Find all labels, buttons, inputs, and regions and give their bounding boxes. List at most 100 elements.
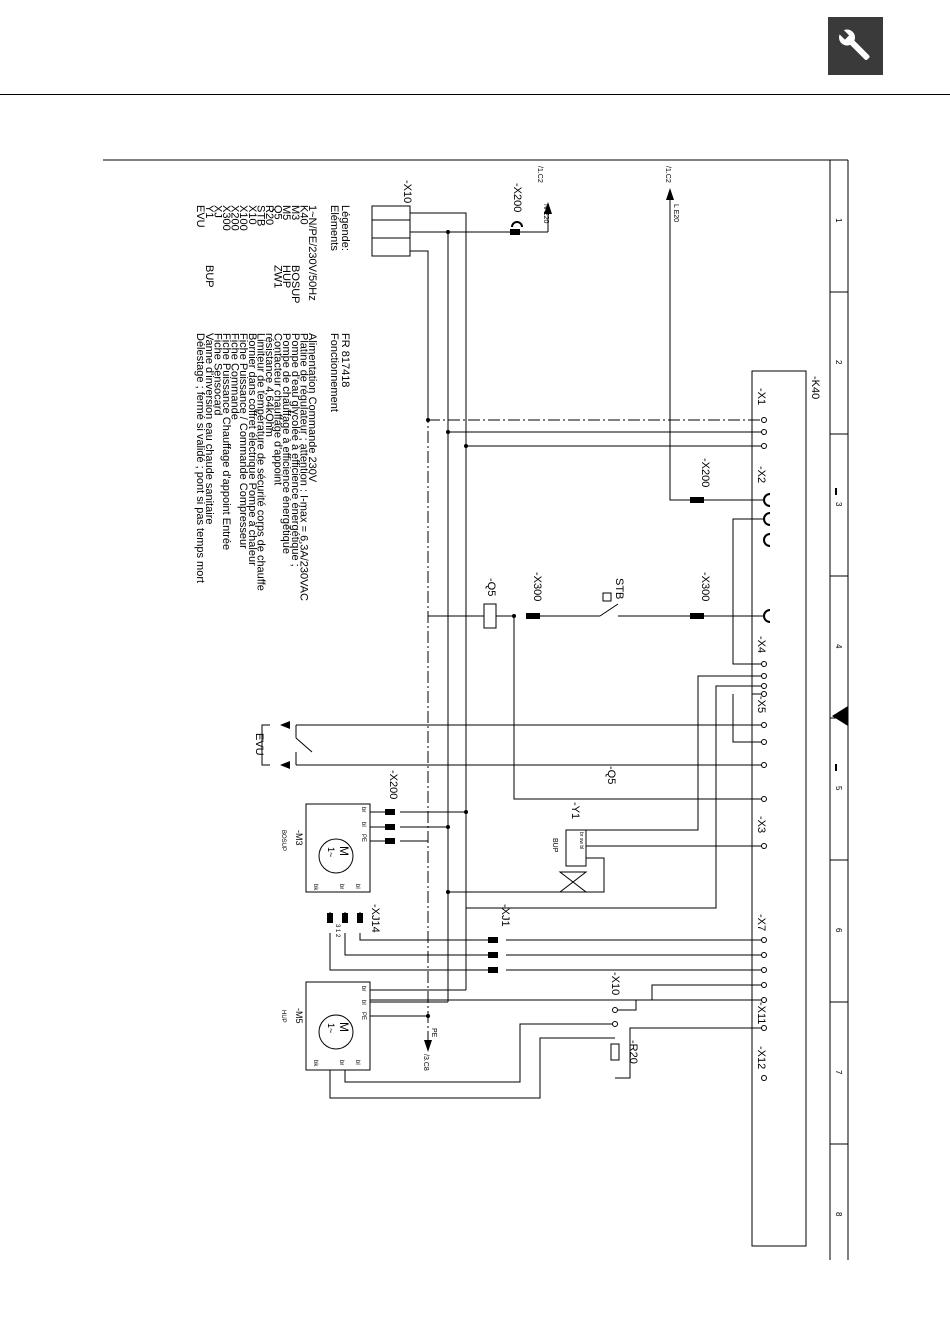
header-rule <box>0 94 950 95</box>
x10-terminal-block <box>371 205 411 257</box>
x12-label: -X12 <box>755 1046 767 1069</box>
m3-wire-bl2: bl <box>354 884 360 889</box>
m5-wire-br2: br <box>338 1060 344 1065</box>
x10-board-label: -X10 <box>401 180 413 203</box>
m5-motor-symbol: M <box>337 1022 351 1032</box>
m5-wire-pe: PE <box>360 1012 366 1020</box>
column-number: 3 <box>834 502 843 507</box>
m3-label: -M3 <box>294 830 304 846</box>
m5-wire-bl: bl <box>360 1000 366 1005</box>
legend-item-desc: Délestage ; fermé si validé ; pont si pa… <box>194 333 206 583</box>
q5-coil <box>483 603 497 629</box>
column-numbers: 1 2 3 4 5 6 7 8 <box>834 218 843 1217</box>
y1-coil <box>565 829 587 867</box>
legend-item-alt: BUP <box>203 265 215 288</box>
legend-item-alt: HUP <box>280 265 292 288</box>
m3-motor <box>305 803 371 893</box>
column-number: 8 <box>834 1212 843 1217</box>
legend: Légende: Eléments FR 817418 Fonctionneme… <box>194 205 351 601</box>
wrench-icon <box>828 17 883 75</box>
n-e20: N E20 <box>542 204 549 224</box>
pe-label: PE <box>430 1028 437 1038</box>
legend-item-code: Q5 <box>272 205 284 220</box>
legend-item-code: 1~N/PE/230V/50Hz <box>306 205 318 301</box>
column-number: 6 <box>834 928 843 933</box>
r20-label: -R20 <box>627 1040 639 1064</box>
y1-wire-labels: br sw bl <box>578 832 584 849</box>
legend-item-desc: Limiteur de température de sécurité corp… <box>254 333 266 591</box>
column-number: 5 <box>834 786 843 791</box>
legend-item-code: XJ <box>211 205 223 218</box>
stb-switch <box>599 592 619 617</box>
l-e20: L E20 <box>672 204 679 222</box>
x3-label: -X3 <box>755 816 767 833</box>
k40-board <box>751 370 807 1247</box>
legend-item-desc: résistance 4,64kOhm <box>263 333 275 437</box>
m5-sub-label: HUP <box>280 1010 286 1023</box>
xj14-label: -XJ14 <box>369 904 381 933</box>
legend-item-code: M5 <box>280 205 292 220</box>
x300-label-2: -X300 <box>699 572 711 601</box>
xj14-pins: 3 1 2 <box>334 924 340 938</box>
column-number: 4 <box>834 644 843 649</box>
m5-wire-bl2: bl <box>354 1060 360 1065</box>
legend-item-code: X100 <box>237 205 249 231</box>
legend-doc-ref: FR 817418 <box>339 333 351 387</box>
y1-sub-label: BUP <box>551 838 558 853</box>
legend-item-code: X200 <box>229 205 241 231</box>
x200-label-1: -X200 <box>511 183 523 212</box>
legend-item-desc: Alimentation Commande 230V <box>306 333 318 483</box>
evu-label: EVU <box>253 733 265 756</box>
column-number: 2 <box>834 360 843 365</box>
legend-item-alt: ZW1 <box>272 265 284 288</box>
m3-wire-br: br <box>360 807 366 812</box>
legend-item-desc: Fiche Sensocard <box>211 333 223 416</box>
n-arrow <box>544 202 552 214</box>
q5-label: -Q5 <box>485 578 497 596</box>
evu-switch <box>261 724 313 766</box>
legend-item-code: X300 <box>220 205 232 231</box>
m3-motor-phase: 1~ <box>326 847 336 857</box>
y1-valve <box>558 871 588 883</box>
x4-label: -X4 <box>755 636 767 653</box>
m5-motor-phase: 1~ <box>326 1023 336 1033</box>
legend-item-desc: Vanne d'inversion eau chaude sanitaire <box>203 333 215 524</box>
x5-label: -X5 <box>755 696 767 713</box>
k40-label: -K40 <box>809 376 821 399</box>
ref-n: /1.C2 <box>536 166 543 183</box>
legend-subheading: Eléments <box>328 205 340 251</box>
legend-item-code: STB <box>254 205 266 226</box>
legend-item-desc: Bornier dans coffret électrique Pompe à … <box>246 333 258 566</box>
x7-label: -X7 <box>755 914 767 931</box>
k40-terminals <box>612 417 767 1081</box>
legend-item-code: M3 <box>289 205 301 220</box>
plug-connectors <box>511 221 771 623</box>
r20-resistor <box>610 1043 620 1061</box>
legend-item-desc: Platine de régulateur ; attention : I-ma… <box>297 333 309 601</box>
pe-arrow <box>424 1040 432 1052</box>
legend-item-code: K40 <box>297 205 309 225</box>
x10-terminal-label: -X10 <box>609 972 621 995</box>
legend-item-desc: Fiche Commande <box>229 333 241 420</box>
legend-item-desc: Fiche Puissance Chauffage d'appoint Entr… <box>220 333 232 550</box>
m3-wire-br2: br <box>338 884 344 889</box>
stb-label: STB <box>613 578 625 599</box>
l-arrow <box>666 188 674 200</box>
legend-item-desc: Pompe d'eau glycolée à efficience énergé… <box>289 333 301 567</box>
legend-doc-sub: Fonctionnement <box>328 333 340 412</box>
m3-sub-label: BOSUP <box>280 830 286 851</box>
m5-wire-br: br <box>360 986 366 991</box>
legend-item-code: Y1 <box>203 205 215 218</box>
legend-heading: Légende: <box>339 205 351 251</box>
q5-contact-label: -Q5 <box>605 766 617 784</box>
legend-item-code: R20 <box>263 205 275 225</box>
m5-label: -M5 <box>294 1008 304 1024</box>
ref-pe: /3.C8 <box>422 1054 429 1071</box>
column-number: 1 <box>834 218 843 223</box>
wires <box>296 200 764 1099</box>
x200-label-2: -X200 <box>699 458 711 487</box>
x1-label: -X1 <box>755 388 767 405</box>
x11-label: -X11 <box>755 1002 767 1024</box>
xj1-label: -XJ1 <box>499 904 511 927</box>
